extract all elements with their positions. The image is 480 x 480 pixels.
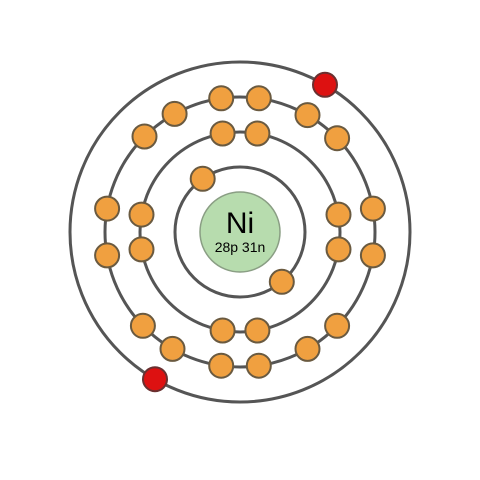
nucleus-circle [199, 191, 281, 273]
shell-3-orbit [103, 95, 377, 369]
electron-shell-2-8 [128, 201, 155, 228]
electron-shell-2-1 [209, 120, 236, 147]
shell-1-orbit [173, 165, 307, 299]
element-symbol: Ni [226, 207, 254, 240]
electron-shell-3-3 [294, 102, 321, 129]
electron-shell-3-2 [245, 85, 272, 112]
electron-shell-3-10 [208, 352, 235, 379]
electron-shell-3-8 [294, 335, 321, 362]
nucleus: Ni 28p 31n [199, 191, 281, 273]
electron-shell-2-4 [325, 236, 352, 263]
electron-shell-3-16 [161, 100, 188, 127]
electron-shell-1-2 [268, 268, 295, 295]
shell-2-orbit [138, 130, 342, 334]
electron-shell-3-4 [324, 125, 351, 152]
valence-electron-shell-4-2 [142, 366, 168, 393]
electron-shell-3-5 [359, 195, 386, 222]
electron-shell-3-6 [359, 242, 386, 269]
proton-neutron-count: 28p 31n [215, 239, 266, 255]
electron-shell-3-12 [129, 312, 156, 339]
electron-shell-1-1 [189, 165, 216, 192]
valence-electron-shell-4-1 [312, 71, 338, 98]
electron-shell-2-5 [244, 317, 271, 344]
electron-shell-3-14 [94, 195, 121, 222]
electron-shell-3-9 [245, 352, 272, 379]
electron-shell-2-6 [209, 317, 236, 344]
electron-shell-2-7 [128, 236, 155, 263]
electron-shell-3-11 [159, 335, 186, 362]
electron-shell-3-15 [131, 123, 158, 150]
electron-shell-2-2 [244, 120, 271, 147]
electron-shell-3-13 [94, 242, 121, 269]
electron-shell-2-3 [325, 201, 352, 228]
electron-shell-3-7 [324, 312, 351, 339]
electrons [94, 71, 386, 393]
electron-shells [68, 60, 412, 404]
shell-4-orbit [68, 60, 412, 404]
electron-shell-3-1 [208, 85, 235, 112]
